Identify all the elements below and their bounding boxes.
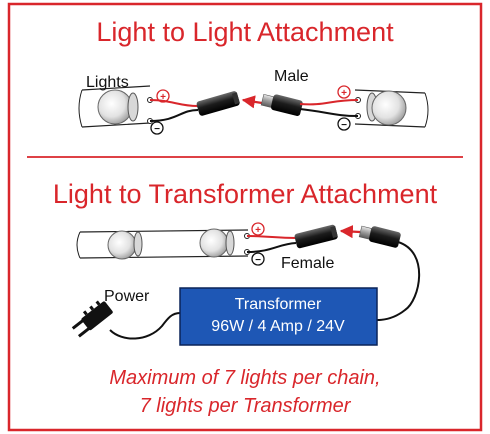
- svg-text:+: +: [160, 92, 166, 103]
- bottom-red-wire: [246, 235, 297, 239]
- bottom-connect-arrow: [339, 225, 361, 239]
- bottom-female-plug: [294, 224, 338, 249]
- transformer-output-cable: [376, 241, 421, 321]
- svg-text:−: −: [341, 120, 347, 131]
- bulb: [371, 90, 407, 126]
- lights-label: Lights: [86, 74, 129, 91]
- top-left-light-strip: [78, 85, 153, 128]
- top-female-plug: [196, 91, 240, 116]
- bottom-black-wire: [246, 242, 297, 253]
- svg-text:+: +: [255, 225, 261, 236]
- top-right-light-strip: [354, 89, 429, 128]
- bottom-male-plug: [358, 225, 401, 248]
- top-right-negative-terminal: −: [337, 117, 351, 131]
- male-label: Male: [274, 68, 309, 85]
- svg-text:−: −: [154, 124, 160, 135]
- transformer-box: Transformer 96W / 4 Amp / 24V: [179, 287, 378, 346]
- top-red-wire-left: [149, 99, 199, 107]
- top-male-plug: [260, 93, 303, 116]
- svg-text:+: +: [341, 88, 347, 99]
- transformer-rating: 96W / 4 Amp / 24V: [211, 318, 345, 335]
- top-black-wire-right: [299, 108, 359, 117]
- bottom-light-strip: [76, 228, 250, 260]
- power-label: Power: [104, 288, 150, 305]
- svg-text:−: −: [255, 255, 261, 266]
- top-black-wire-left: [149, 109, 199, 122]
- outer-frame: [7, 2, 483, 432]
- top-connect-arrow: [241, 95, 263, 109]
- bulb: [107, 230, 137, 260]
- power-plug: [71, 300, 113, 338]
- top-right-positive-terminal: +: [337, 85, 351, 99]
- bottom-section-title: Light to Transformer Attachment: [53, 179, 438, 209]
- note-line-2: 7 lights per Transformer: [140, 395, 352, 417]
- bulb: [199, 228, 229, 258]
- note-line-1: Maximum of 7 lights per chain,: [109, 367, 380, 389]
- bottom-positive-terminal: +: [251, 222, 265, 236]
- power-cable: [109, 312, 181, 340]
- top-red-wire-right: [299, 99, 359, 106]
- transformer-name: Transformer: [235, 296, 322, 313]
- top-left-negative-terminal: −: [150, 121, 164, 135]
- top-left-positive-terminal: +: [156, 89, 170, 103]
- top-section-title: Light to Light Attachment: [96, 17, 394, 47]
- female-label: Female: [281, 255, 334, 272]
- bulb: [97, 89, 133, 125]
- bottom-negative-terminal: −: [251, 252, 265, 266]
